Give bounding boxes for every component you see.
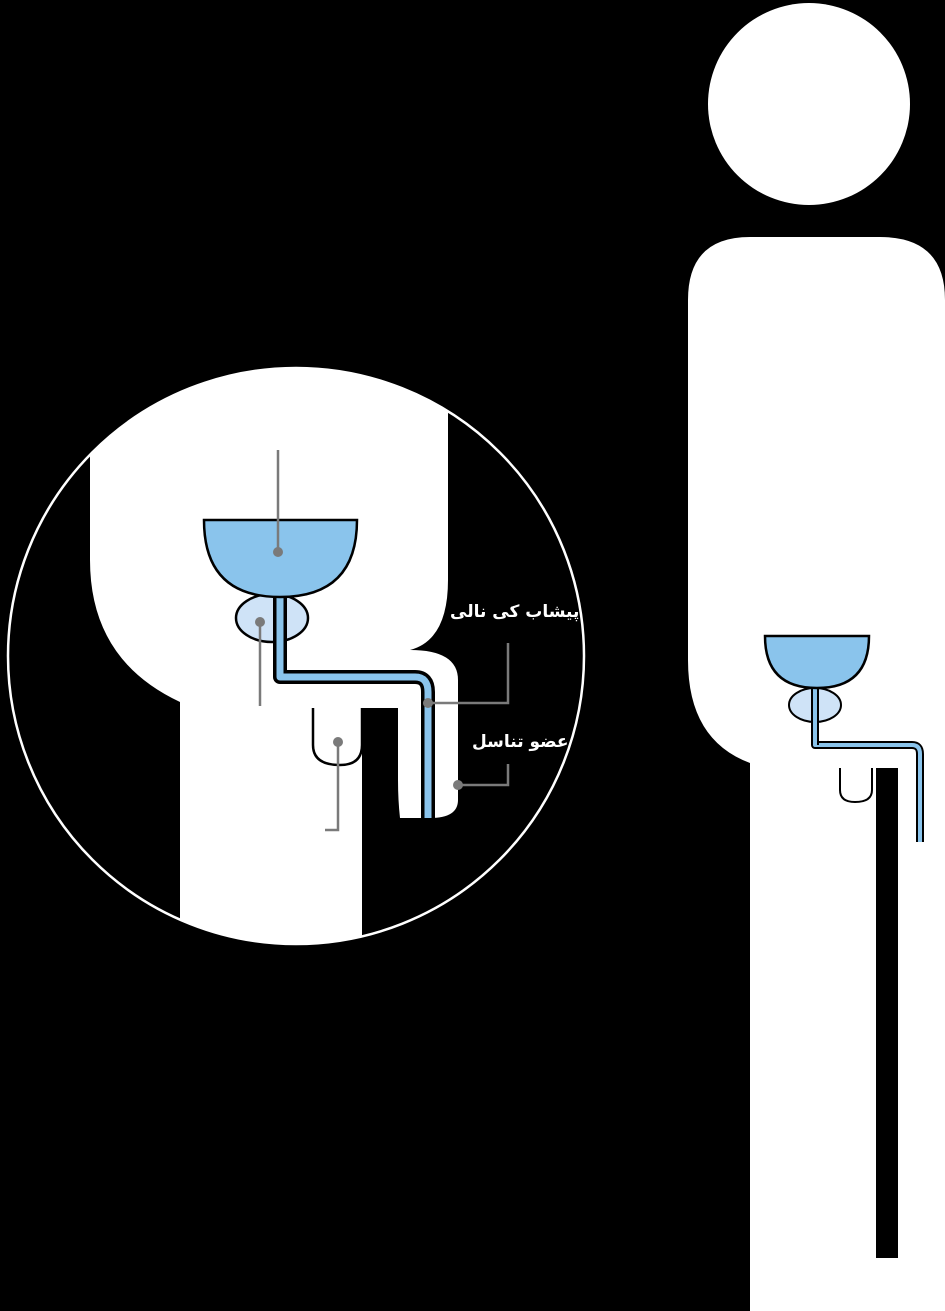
figure-organs — [763, 634, 924, 842]
leader-dot-urethra — [423, 698, 433, 708]
leader-dot-testicles — [333, 737, 343, 747]
zoom-bladder — [202, 518, 359, 599]
figure-testicles — [839, 768, 873, 804]
label-prostate: پراسٹیٹ — [228, 727, 300, 747]
leader-line-urethra — [428, 643, 510, 705]
label-testicles: خصیے — [280, 820, 326, 840]
leader-dot-prostate — [255, 617, 265, 627]
leader-dot-penis — [453, 780, 463, 790]
magnified-view — [6, 366, 586, 946]
leader-line-testicles — [325, 742, 340, 832]
figure-leg-gap — [876, 768, 898, 1258]
leader-lines — [258, 450, 510, 832]
zoom-testicles — [311, 708, 364, 767]
leader-line-penis — [458, 764, 510, 787]
figure-torso — [688, 237, 945, 1311]
figure-head — [708, 3, 910, 205]
label-bladder: مثانہ — [258, 424, 299, 444]
zoom-urethra-inner — [276, 590, 432, 818]
magnifier-circle-border — [6, 366, 586, 946]
figure-urethra-inner — [813, 690, 922, 842]
zoom-prostate — [234, 592, 310, 644]
leader-dots — [255, 547, 463, 790]
figure-bladder — [763, 634, 871, 690]
leader-dot-bladder — [273, 547, 283, 557]
figure-foot — [874, 1258, 935, 1311]
human-figure — [688, 3, 945, 1311]
label-penis: عضو تناسل — [472, 732, 569, 752]
label-urethra: پیشاب کی نالی — [450, 602, 580, 622]
